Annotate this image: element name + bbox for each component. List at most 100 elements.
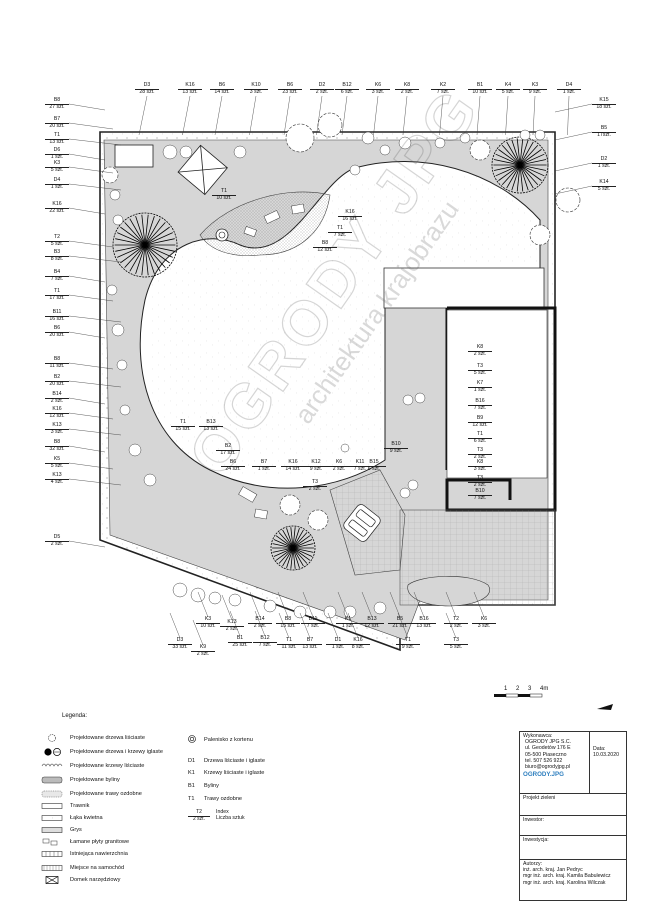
leader-line <box>277 591 289 618</box>
leader-line <box>68 207 106 215</box>
plant-code: T1 <box>476 431 484 437</box>
plant-code: B6 <box>229 459 237 465</box>
leader-line <box>249 95 257 136</box>
legend-symbol <box>40 864 64 872</box>
plant-count: 3 szt. <box>468 465 492 473</box>
leader-line <box>68 462 114 470</box>
shrub <box>402 394 414 406</box>
plant-count: 24 szt. <box>221 465 245 473</box>
plant-code: T1 <box>336 225 344 231</box>
legend-code-text: Trawy ozdobne <box>204 796 243 802</box>
plant-count: 7 szt. <box>468 404 492 412</box>
legend-code-text: Palenisko z kortenu <box>204 737 253 743</box>
plant-count: 7 szt. <box>431 88 455 96</box>
plant-count: 7 szt. <box>328 231 352 239</box>
leader-line <box>68 445 106 453</box>
investment-cell: Inwestycja: <box>520 836 626 860</box>
plant-count: 2 szt. <box>468 350 492 358</box>
plant-code: K5 <box>53 456 61 462</box>
leader-line <box>68 166 114 174</box>
shrub <box>143 473 157 487</box>
plant-count: 6 szt. <box>362 465 386 473</box>
leader-line <box>169 612 181 639</box>
plant-code: K8 <box>403 82 411 88</box>
scale-tick-4: 4m <box>540 686 549 692</box>
plant-code: B8 <box>321 240 329 246</box>
plant-code: K6 <box>374 82 382 88</box>
investor-cell: Inwestor: <box>520 816 626 836</box>
legend-item: Istniejąca nawierzchnia <box>40 849 128 859</box>
plant-code: B3 <box>53 249 61 255</box>
plant-count: 1 szt. <box>326 643 350 651</box>
legend-item: Grys <box>40 825 82 835</box>
plant-count: 2 szt. <box>310 88 334 96</box>
shrub <box>398 136 412 150</box>
shrub <box>263 599 277 613</box>
shrub <box>162 144 178 160</box>
plant-count: 20 szt. <box>45 331 69 339</box>
plant-code: B7 <box>53 116 61 122</box>
leader-line <box>68 294 114 302</box>
contractor-line: OGRODY JPG S.C. <box>525 739 572 746</box>
leader-line <box>283 95 291 136</box>
leader-line <box>68 380 122 388</box>
deciduous-trees <box>101 112 581 531</box>
plant-count: 3 szt. <box>366 88 390 96</box>
plant-code: T3 <box>476 475 484 481</box>
plant-code: B10 <box>391 441 401 447</box>
legend-symbol <box>40 826 64 834</box>
scale-tick-1: 1 <box>504 686 508 692</box>
plant-count: 6 szt. <box>468 437 492 445</box>
plant-count: 5 szt. <box>592 185 616 193</box>
legend-code-text: Drzewa liściaste i iglaste <box>204 758 265 764</box>
author-line: mgr inż. arch. kraj. Kamila Babulewicz <box>523 873 611 880</box>
plant-code: B13 <box>367 616 377 622</box>
scale-tick-2: 2 <box>516 686 520 692</box>
shrub <box>379 144 391 156</box>
plant-code: T1 <box>285 637 293 643</box>
plant-code: K7 <box>476 380 484 386</box>
plant-count: 12 szt. <box>468 421 492 429</box>
plant-count: 2 szt. <box>444 622 468 630</box>
plant-code: B12 <box>260 635 270 641</box>
plant-code: T1 <box>53 132 61 138</box>
leader-line <box>68 478 122 486</box>
plant-count: 10 szt. <box>212 194 236 202</box>
legend-text: Projektowane drzewa liściaste <box>70 735 145 741</box>
shrub <box>399 487 411 499</box>
shrub <box>208 591 222 605</box>
legend-text: Projektowane drzewa i krzewy iglaste <box>70 749 163 755</box>
plant-code: T2 <box>53 234 61 240</box>
plant-count: 22 szt. <box>45 207 69 215</box>
house-outline <box>383 267 545 309</box>
plant-code: T3 <box>476 447 484 453</box>
plant-code: K16 <box>185 82 195 88</box>
plant-count: 9 szt. <box>304 465 328 473</box>
plant-code: K16 <box>353 637 363 643</box>
leader-line <box>302 591 314 618</box>
plant-code: K8 <box>476 344 484 350</box>
